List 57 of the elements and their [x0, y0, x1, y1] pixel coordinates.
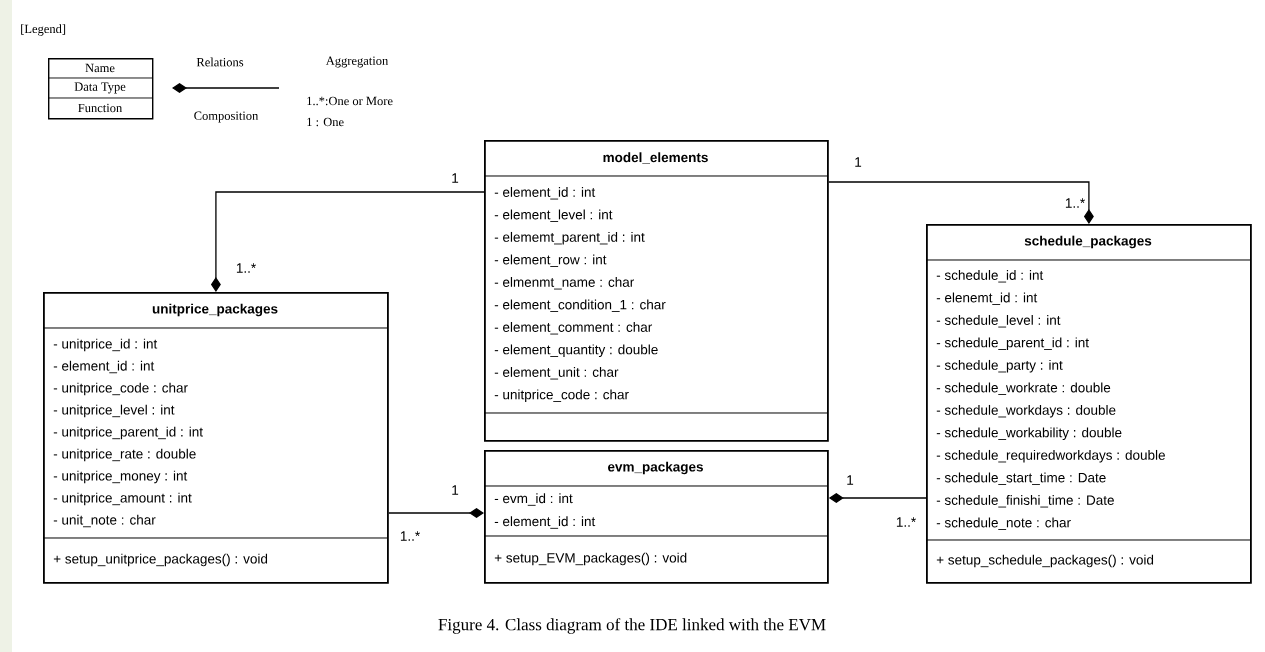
method-text: + setup_schedule_packages() : void: [936, 554, 1154, 568]
multiplicity-label: 1..*: [236, 263, 256, 273]
legend-heading: [Legend]: [21, 24, 66, 36]
method-text: + setup_unitprice_packages() : void: [53, 553, 268, 567]
attribute-text: - unitprice_code : char: [53, 382, 188, 396]
attribute-text: - schedule_start_time : Date: [936, 472, 1106, 485]
attribute-text: - element_id : int: [494, 187, 596, 200]
class-name: model_elements: [603, 152, 708, 164]
attribute-text: - element_quantity : double: [494, 344, 658, 358]
attribute-text: - unitprice_money : int: [53, 470, 188, 484]
attribute-text: - unit_note : char: [53, 514, 156, 528]
attribute-text: - element_id : int: [53, 360, 155, 374]
attribute-text: - unitprice_parent_id : int: [53, 426, 203, 440]
attribute-text: - schedule_workability : double: [936, 427, 1122, 441]
attribute-text: - element_condition_1 : char: [494, 299, 666, 312]
legend-text: Composition: [194, 111, 259, 123]
multiplicity-label: 1: [855, 157, 862, 167]
class-name: unitprice_packages: [152, 303, 278, 317]
attribute-text: - unitprice_level : int: [53, 404, 175, 418]
attribute-text: - schedule_workdays : double: [936, 404, 1116, 418]
attribute-text: - element_row : int: [494, 254, 607, 267]
figure-caption: Figure 4. Class diagram of the IDE linked with the EVM: [438, 618, 826, 634]
attribute-text: - schedule_parent_id : int: [936, 337, 1089, 351]
multiplicity-label: 1: [452, 485, 459, 495]
multiplicity-label: 1: [847, 475, 854, 485]
legend-text: 1 : One: [307, 117, 344, 127]
attribute-text: - unitprice_code : char: [494, 389, 629, 403]
attribute-text: - unitprice_amount : int: [53, 492, 192, 506]
attribute-text: - elememt_parent_id : int: [494, 231, 645, 245]
attribute-text: - elmenmt_name : char: [494, 277, 634, 290]
attribute-text: - element_unit : char: [494, 367, 619, 380]
legend-text: Relations: [196, 57, 244, 67]
attribute-text: - evm_id : int: [494, 493, 573, 506]
legend-box: Name Data Type Function: [47, 58, 154, 120]
class-name: evm_packages: [608, 461, 703, 475]
attribute-text: - schedule_id : int: [936, 270, 1044, 283]
attribute-text: - schedule_level : int: [936, 315, 1061, 328]
attribute-text: - schedule_party : int: [936, 359, 1063, 373]
attribute-text: - schedule_requiredworkdays : double: [936, 449, 1165, 463]
multiplicity-label: 1..*: [1065, 198, 1085, 208]
attribute-text: - schedule_finishi_time : Date: [936, 495, 1114, 508]
attribute-text: - unitprice_id : int: [53, 338, 158, 352]
method-text: + setup_EVM_packages() : void: [494, 552, 687, 566]
composition-line: [828, 181, 1094, 224]
attribute-text: - schedule_note : char: [936, 517, 1071, 530]
attribute-text: - element_level : int: [494, 209, 613, 222]
legend-text: Aggregation: [325, 56, 389, 68]
attribute-text: - schedule_workrate : double: [936, 382, 1111, 395]
multiplicity-label: 1..*: [400, 531, 420, 541]
attribute-text: - element_comment : char: [494, 322, 652, 335]
attribute-text: - unitprice_rate : double: [53, 448, 196, 462]
composition-line: [388, 508, 484, 518]
legend-text: 1..*:One or More: [307, 96, 393, 106]
class-name: schedule_packages: [1024, 235, 1152, 249]
attribute-text: - elenemt_id : int: [936, 292, 1038, 305]
attribute-text: - element_id : int: [494, 516, 596, 529]
multiplicity-label: 1: [452, 173, 459, 183]
